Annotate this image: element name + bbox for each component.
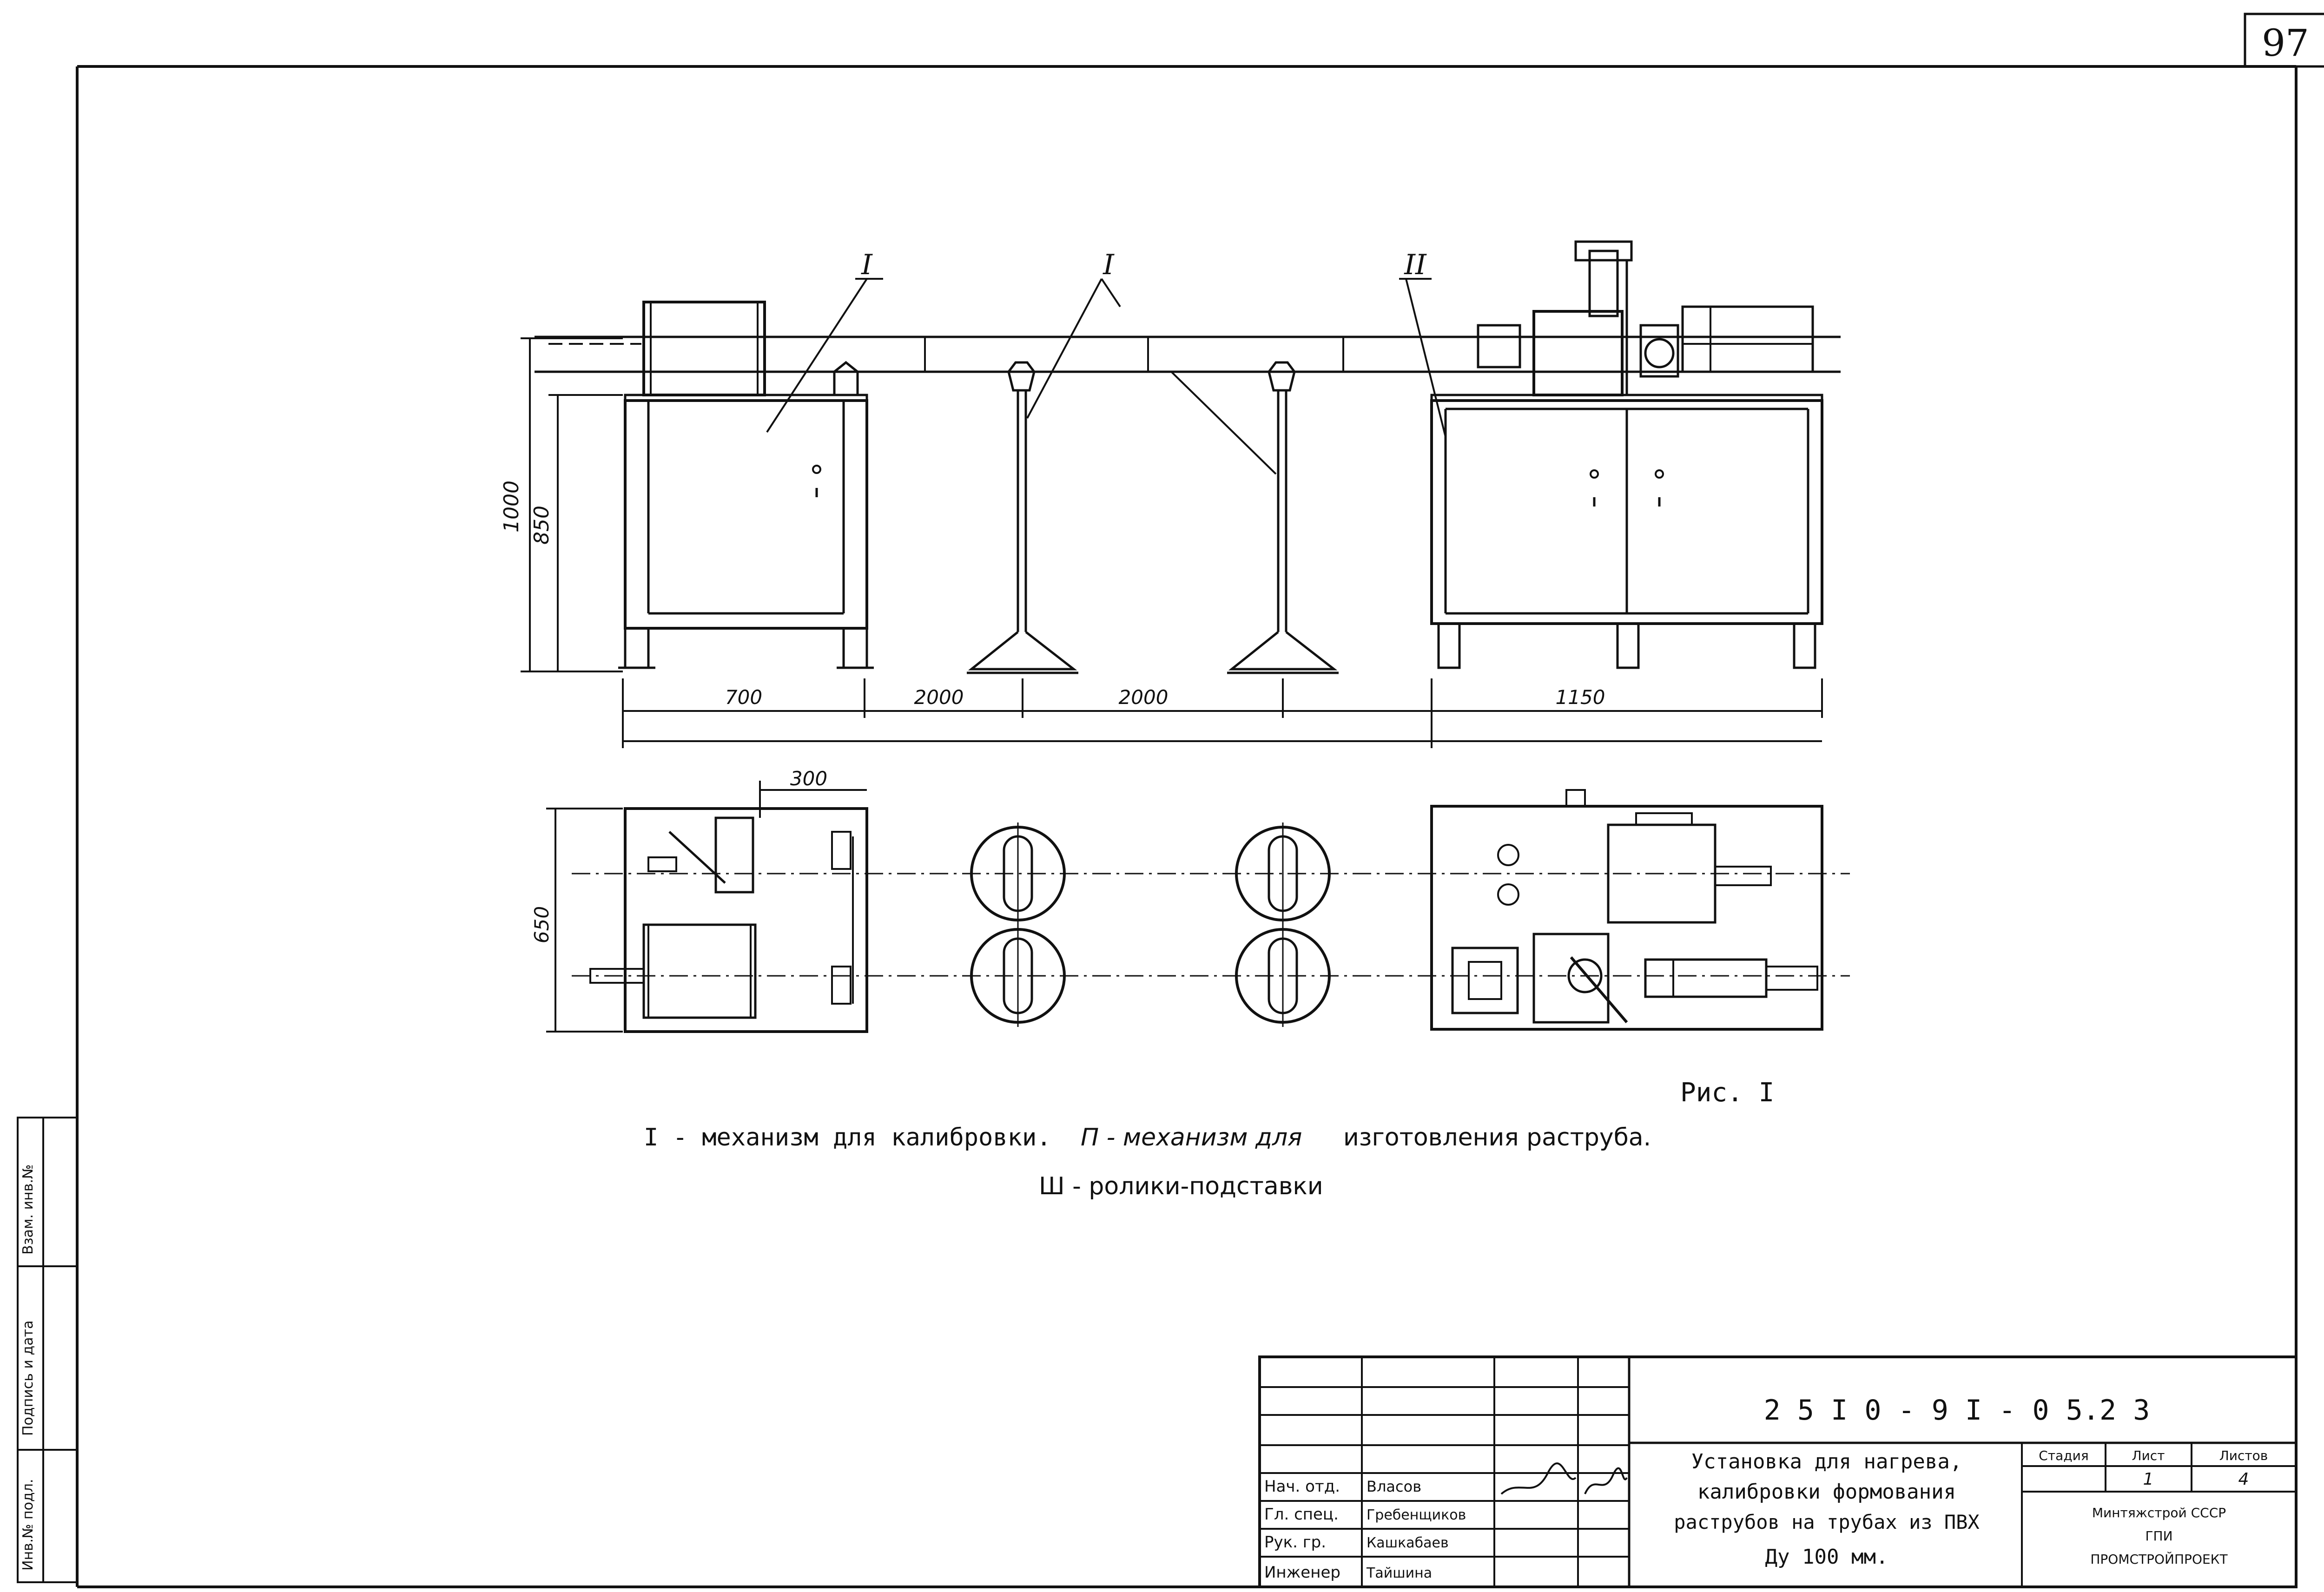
name-2: Гребенщиков [1367, 1507, 1466, 1523]
stage-header: Стадия [2039, 1448, 2088, 1463]
legend-line-2: Ш - ролики-подставки [1039, 1172, 1323, 1200]
legend: Рис. I I - механизм для калибровки. П - … [644, 1078, 1774, 1200]
socket-forming-mechanism [1430, 240, 1823, 669]
role-2: Гл. спец. [1264, 1505, 1339, 1524]
stamp-field-3: Взам. инв.№ [20, 1164, 36, 1255]
dim-plan-depth: 650 [530, 906, 553, 943]
side-elevation: I I II 1000 850 [500, 240, 1841, 748]
name-3: Кашкабаев [1367, 1535, 1449, 1551]
calibration-mechanism [618, 301, 874, 669]
signature-2 [1584, 1467, 1628, 1494]
title-line-1: Установка для нагрева, [1691, 1450, 1962, 1474]
title-line-3: раструбов на трубах из ПВХ [1674, 1511, 1979, 1533]
dim-len-a: 700 [725, 686, 762, 709]
callout-1: I [861, 249, 873, 281]
sheet-number: 97 [2262, 21, 2309, 65]
role-1: Нач. отд. [1264, 1477, 1340, 1496]
callout-2: II [1404, 249, 1427, 281]
dim-plan-width: 300 [790, 767, 827, 790]
sheets-value: 4 [2238, 1470, 2249, 1489]
side-stamp: Инв.№ подл. Подпись и дата Взам. инв.№ [17, 1117, 78, 1583]
stamp-field-2: Подпись и дата [20, 1321, 36, 1436]
role-3: Рук. гр. [1264, 1533, 1326, 1552]
signature-1 [1500, 1462, 1577, 1495]
callouts: I I II [766, 249, 1446, 475]
plan-roller-2a [1235, 822, 1331, 925]
org-line-1: Минтяжстрой СССР [2092, 1505, 2226, 1520]
plan-view: 300 650 [530, 767, 1850, 1033]
plan-socket-forming-mechanism [1430, 789, 1823, 1031]
dim-len-d: 1150 [1556, 686, 1605, 709]
vertical-dimensions: 1000 850 [500, 337, 623, 672]
role-4: Инженер [1264, 1563, 1340, 1582]
dim-height-total: 1000 [500, 480, 523, 533]
drawing-code: 2 5 I 0 - 9 I - 0 5.2 3 [1764, 1394, 2150, 1427]
sheets-header: Листов [2219, 1448, 2268, 1463]
stamp-field-1: Инв.№ подл. [20, 1479, 36, 1571]
plan-roller-2b [1235, 925, 1331, 1027]
legend-line-1c: изготовления раструба. [1343, 1124, 1651, 1151]
sheet-frame [76, 65, 2298, 1588]
legend-line-1a: I - механизм для калибровки. [644, 1124, 1051, 1151]
plan-calibration-mechanism: 300 650 [530, 767, 868, 1033]
sheet-number-box: 97 [2244, 13, 2324, 68]
org-line-2: ГПИ [2145, 1528, 2172, 1544]
dim-height-table: 850 [530, 506, 554, 545]
name-1: Власов [1367, 1478, 1421, 1495]
horizontal-dimensions: 700 2000 2000 1150 [622, 678, 1823, 748]
title-line-4: Ду 100 мм. [1765, 1545, 1888, 1569]
title-line-2: калибровки формования [1697, 1480, 1956, 1504]
figure-label: Рис. I [1680, 1078, 1774, 1108]
name-4: Тайшина [1366, 1565, 1432, 1581]
plan-roller-1a [970, 822, 1066, 925]
org-line-3: ПРОМСТРОЙПРОЕКТ [2090, 1551, 2228, 1567]
sheet-header: Лист [2132, 1448, 2165, 1463]
plan-roller-1b [970, 925, 1066, 1027]
dim-len-c: 2000 [1119, 686, 1169, 709]
dim-len-b: 2000 [914, 686, 964, 709]
roller-stand-1 [967, 361, 1078, 674]
roller-stand-2 [1227, 361, 1339, 674]
callout-3: I [1103, 249, 1115, 281]
title-block: Нач. отд. Гл. спец. Рук. гр. Инженер Вла… [1258, 1355, 2298, 1588]
sheet-value: 1 [2143, 1470, 2154, 1489]
legend-line-1b: П - механизм для [1081, 1124, 1302, 1151]
